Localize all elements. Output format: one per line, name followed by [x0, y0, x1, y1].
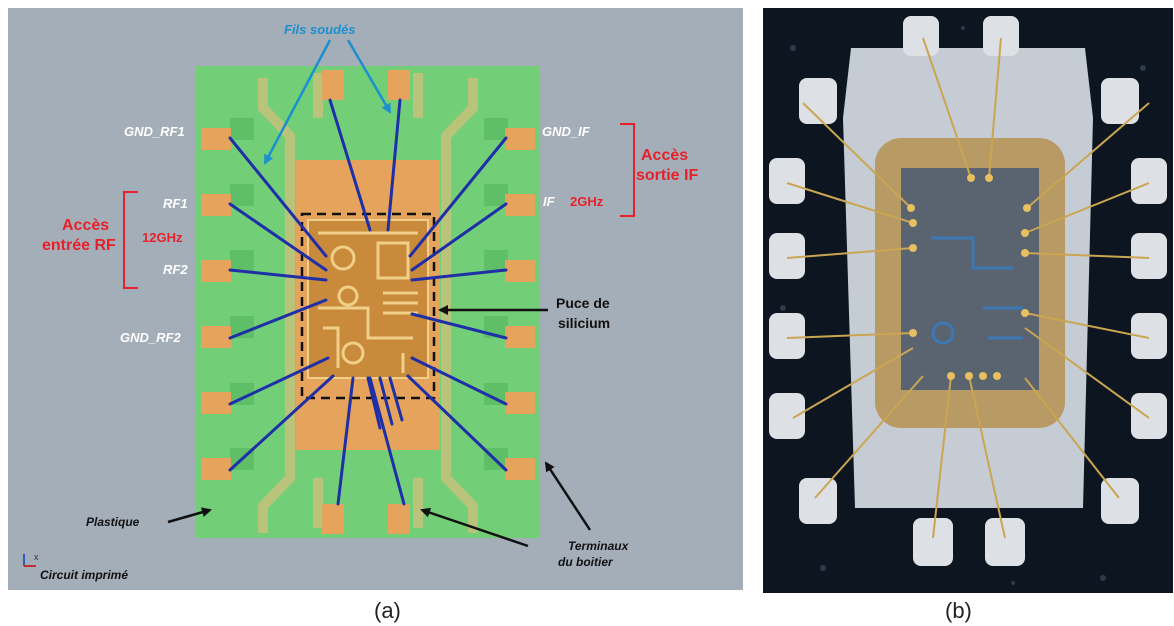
- label-gnd-if: GND_IF: [542, 124, 591, 139]
- caption-b: (b): [945, 598, 972, 623]
- panel-a-layout: x Fils soudés GND_RF1 RF1 12GHz RF2 GND_…: [8, 8, 743, 590]
- black-arrows: [167, 305, 592, 548]
- label-acces-entree-2: entrée RF: [42, 237, 116, 254]
- photo-die: [901, 168, 1039, 390]
- label-gnd-rf2: GND_RF2: [120, 330, 181, 345]
- label-circuit: Circuit imprimé: [40, 568, 128, 582]
- die-circuitry: [318, 231, 418, 373]
- label-terminaux-2: du boitier: [558, 555, 614, 569]
- photo-pads: [769, 16, 1167, 566]
- access-brackets: [123, 123, 635, 289]
- label-puce-2: silicium: [558, 315, 610, 331]
- svg-text:x: x: [34, 552, 39, 562]
- layout-svg: x Fils soudés GND_RF1 RF1 12GHz RF2 GND_…: [23, 22, 698, 582]
- label-plastique: Plastique: [86, 515, 140, 529]
- photo-texture: [780, 26, 1156, 585]
- photo-bond-wires: [786, 37, 1150, 539]
- panel-b-photo: [763, 8, 1173, 593]
- label-if: IF: [543, 194, 556, 209]
- die-outline: [300, 212, 436, 400]
- label-gnd-rf1: GND_RF1: [124, 124, 185, 139]
- top-bottom-pads: [322, 70, 410, 534]
- photo-bond-balls: [907, 174, 1031, 380]
- label-fils-soudes: Fils soudés: [284, 22, 356, 37]
- label-acces-entree-1: Accès: [62, 217, 109, 234]
- fils-soudes-arrows: [263, 39, 392, 165]
- label-freq-if: 2GHz: [570, 194, 604, 209]
- label-rf1: RF1: [163, 196, 188, 211]
- left-pads: [201, 128, 231, 480]
- label-rf2: RF2: [163, 262, 188, 277]
- bond-wires: [228, 98, 508, 506]
- label-acces-sortie-2: sortie IF: [636, 167, 698, 184]
- caption-a: (a): [374, 598, 401, 623]
- label-terminaux-1: Terminaux: [568, 539, 630, 553]
- photo-die-circuitry: [931, 236, 1023, 345]
- axis-icon: x: [23, 552, 39, 567]
- label-puce-1: Puce de: [556, 295, 610, 311]
- label-freq-rf: 12GHz: [142, 230, 183, 245]
- label-acces-sortie-1: Accès: [641, 147, 688, 164]
- photo-svg: [763, 8, 1173, 593]
- right-pads: [505, 128, 535, 480]
